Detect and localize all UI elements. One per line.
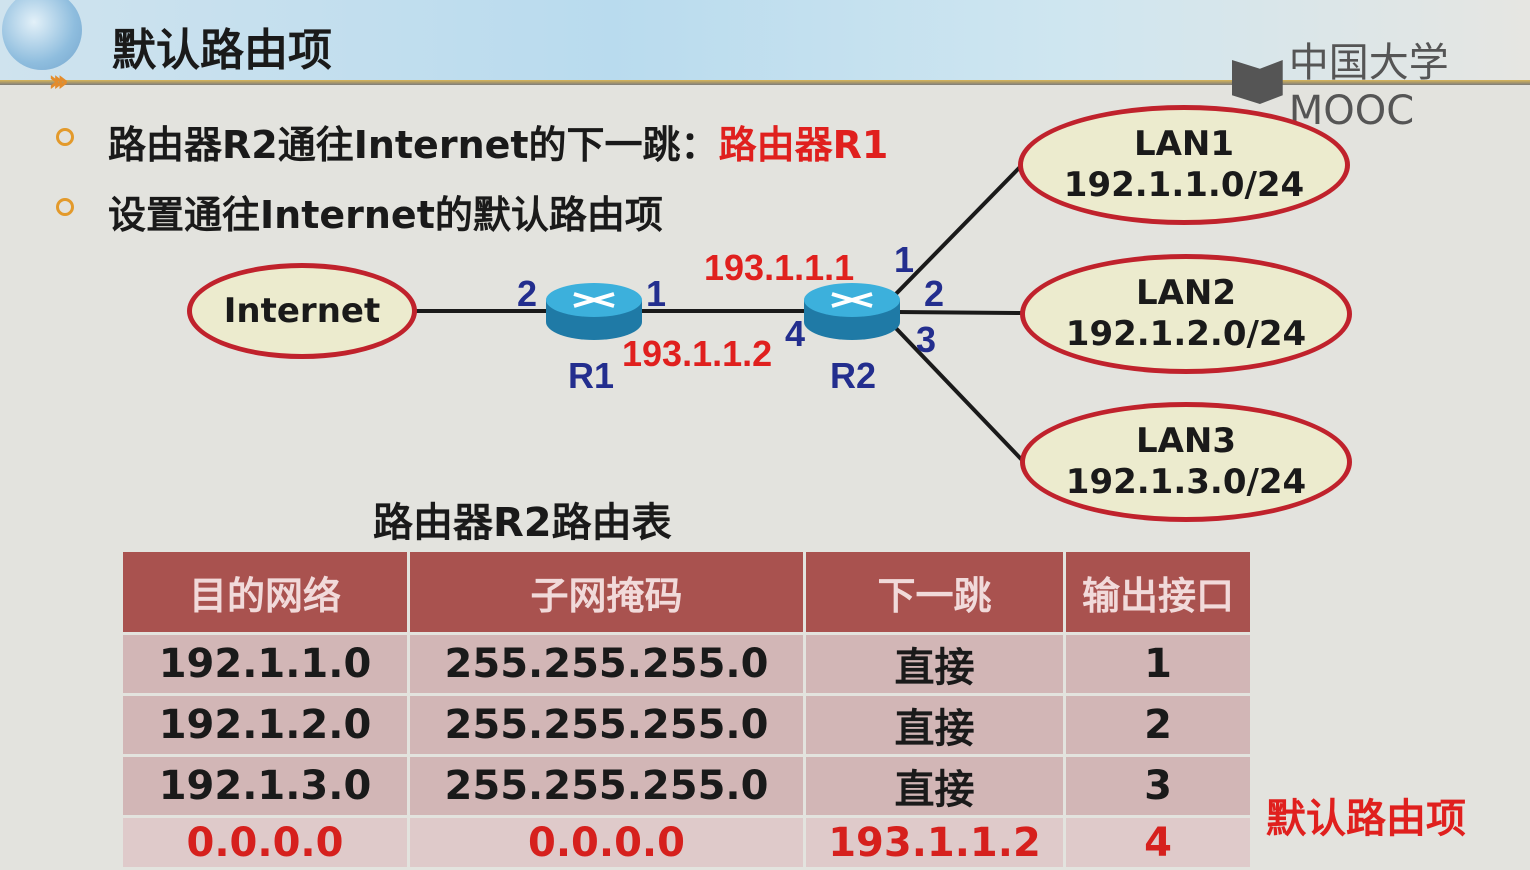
r2-port-4: 4 (785, 313, 806, 354)
bullet-2: 设置通往Internet的默认路由项 (108, 193, 663, 237)
bullet-icon (56, 128, 74, 146)
cell: 3 (1063, 754, 1253, 818)
globe-icon (2, 0, 82, 70)
col-interface: 输出接口 (1063, 549, 1253, 635)
router-r2-icon (804, 283, 900, 340)
lan-net: 192.1.2.0/24 (1065, 314, 1307, 354)
ip-r1: 193.1.1.1 (704, 247, 855, 288)
cell: 0.0.0.0 (407, 815, 806, 870)
network-links (412, 163, 1024, 462)
lan-name: LAN1 (1133, 124, 1235, 165)
col-mask: 子网掩码 (407, 549, 806, 635)
col-destination: 目的网络 (120, 549, 410, 635)
col-next-hop: 下一跳 (803, 549, 1066, 635)
r2-port-3: 3 (916, 319, 937, 360)
cell: 255.255.255.0 (407, 754, 806, 818)
bullet-icon (56, 198, 74, 216)
link-lan3 (888, 320, 1024, 462)
bullet-highlight: 路由器R1 (718, 123, 889, 167)
header-divider (0, 80, 1530, 85)
r1-port-2: 2 (517, 273, 538, 314)
cell: 255.255.255.0 (407, 693, 806, 757)
r2-port-1: 1 (894, 239, 915, 280)
r2-port-2: 2 (924, 273, 945, 314)
cell: 1 (1063, 632, 1253, 696)
cell: 255.255.255.0 (407, 632, 806, 696)
cell: 192.1.1.0 (120, 632, 410, 696)
cell: 0.0.0.0 (120, 815, 410, 870)
cell: 193.1.1.2 (803, 815, 1066, 870)
r1-port-1: 1 (646, 273, 667, 314)
cell: 192.1.2.0 (120, 693, 410, 757)
link-lan2 (894, 310, 1023, 315)
cell: 直接 (803, 693, 1066, 757)
lan-name: LAN3 (1135, 421, 1237, 462)
lan-net: 192.1.1.0/24 (1063, 165, 1305, 205)
cell: 直接 (803, 754, 1066, 818)
lan-net: 192.1.3.0/24 (1065, 462, 1307, 502)
logo-text: 中国大学MOOC (1288, 40, 1449, 134)
router-r1-icon (546, 283, 642, 340)
table-title: 路由器R2路由表 (373, 500, 672, 546)
internet-label: Internet (223, 290, 381, 331)
mooc-logo: 中国大学MOOC (1232, 30, 1530, 134)
internet-node: Internet (187, 263, 417, 359)
link-lan1 (888, 163, 1024, 302)
cell: 4 (1063, 815, 1253, 870)
bullet-text: 路由器R2通往Internet的下一跳： (108, 123, 719, 167)
default-route-label: 默认路由项 (1266, 796, 1466, 842)
cell: 直接 (803, 632, 1066, 696)
bullet-1: 路由器R2通往Internet的下一跳：路由器R1 (108, 114, 888, 169)
table-header-row: 目的网络 子网掩码 下一跳 输出接口 (120, 549, 1253, 635)
lan-name: LAN2 (1135, 273, 1237, 314)
slide-title: 默认路由项 (112, 25, 332, 76)
cell: 192.1.3.0 (120, 754, 410, 818)
ip-r2: 193.1.1.2 (622, 333, 773, 374)
r2-label: R2 (830, 355, 877, 396)
r1-label: R1 (568, 355, 615, 396)
cell: 2 (1063, 693, 1253, 757)
